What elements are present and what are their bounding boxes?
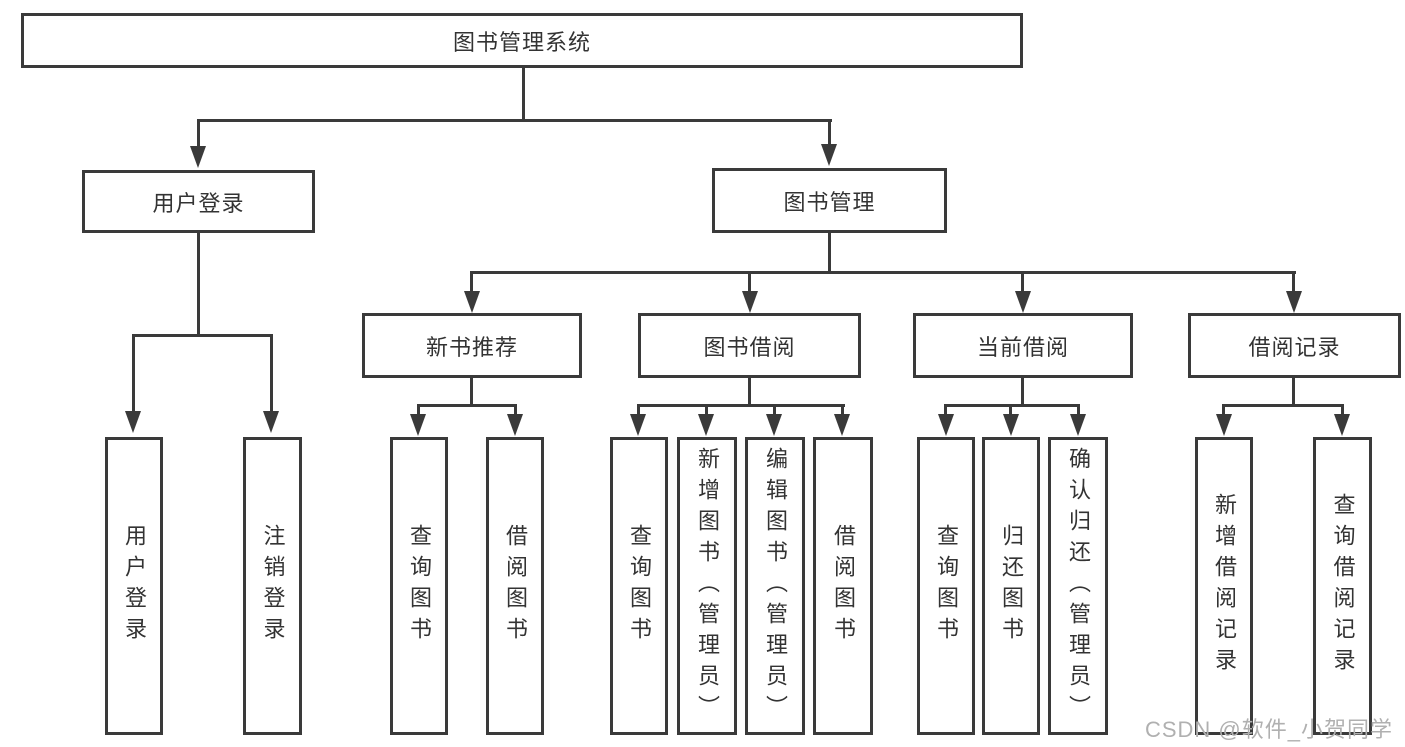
- connector-line: [417, 405, 420, 417]
- connector-line: [514, 405, 517, 417]
- arrowhead-down-icon: [834, 414, 850, 436]
- node-label: 查询图书: [934, 524, 959, 648]
- node-leaf-add-borrow-record: 新增借阅记录: [1195, 437, 1253, 735]
- arrowhead-down-icon: [125, 411, 141, 433]
- arrowhead-down-icon: [938, 414, 954, 436]
- node-leaf-confirm-return-admin: 确认归还（管理员）: [1048, 437, 1108, 735]
- arrowhead-down-icon: [1286, 291, 1302, 313]
- arrowhead-down-icon: [742, 291, 758, 313]
- node-label: 新增借阅记录: [1212, 493, 1237, 679]
- connector-line: [637, 404, 845, 407]
- node-leaf-query-books: 查询图书: [610, 437, 668, 735]
- arrowhead-down-icon: [1015, 291, 1031, 313]
- node-label: 图书管理系统: [452, 29, 591, 55]
- connector-line: [705, 405, 708, 417]
- arrowhead-down-icon: [1070, 414, 1086, 436]
- arrowhead-down-icon: [1334, 414, 1350, 436]
- node-label: 查询借阅记录: [1330, 493, 1356, 679]
- node-leaf-logout: 注销登录: [243, 437, 302, 735]
- node-label: 借阅记录: [1248, 334, 1341, 360]
- connector-line: [773, 405, 776, 417]
- arrowhead-down-icon: [507, 414, 523, 436]
- arrowhead-down-icon: [410, 414, 426, 436]
- connector-line: [470, 273, 473, 293]
- connector-line: [197, 119, 832, 122]
- node-root-system: 图书管理系统: [21, 13, 1023, 68]
- connector-line: [132, 334, 273, 337]
- node-book-management: 图书管理: [712, 168, 947, 233]
- node-label: 图书管理: [783, 189, 876, 215]
- connector-line: [637, 405, 640, 417]
- connector-line: [1222, 405, 1225, 417]
- arrowhead-down-icon: [263, 411, 279, 433]
- connector-line: [470, 378, 473, 406]
- csdn-watermark: CSDN @软件_小贺同学: [1144, 717, 1393, 742]
- connector-line: [1292, 273, 1295, 293]
- connector-line: [270, 335, 273, 415]
- connector-line: [1021, 273, 1024, 293]
- arrowhead-down-icon: [821, 144, 837, 166]
- node-new-book-recommend: 新书推荐: [362, 313, 582, 378]
- node-label: 图书借阅: [703, 334, 796, 360]
- node-leaf-add-books-admin: 新增图书（管理员）: [677, 437, 737, 735]
- connector-line: [132, 335, 135, 415]
- node-label: 新书推荐: [425, 334, 518, 360]
- node-label: 借阅图书: [831, 524, 856, 648]
- node-label: 借阅图书: [503, 524, 528, 648]
- connector-line: [470, 271, 1296, 274]
- arrowhead-down-icon: [1216, 414, 1232, 436]
- node-label: 归还图书: [999, 524, 1024, 648]
- node-leaf-borrow-books: 借阅图书: [486, 437, 544, 735]
- connector-line: [417, 404, 517, 407]
- connector-line: [1021, 378, 1024, 406]
- node-leaf-query-books: 查询图书: [390, 437, 448, 735]
- node-label: 查询图书: [627, 524, 652, 648]
- node-leaf-edit-books-admin: 编辑图书（管理员）: [745, 437, 805, 735]
- connector-line: [944, 404, 1080, 407]
- connector-line: [1292, 378, 1295, 406]
- node-borrow-records: 借阅记录: [1188, 313, 1401, 378]
- arrowhead-down-icon: [1003, 414, 1019, 436]
- connector-line: [841, 405, 844, 417]
- node-leaf-query-books: 查询图书: [917, 437, 975, 735]
- connector-line: [1077, 405, 1080, 417]
- arrowhead-down-icon: [766, 414, 782, 436]
- node-label: 编辑图书（管理员）: [763, 446, 788, 726]
- connector-line: [522, 68, 525, 120]
- connector-line: [748, 273, 751, 293]
- node-leaf-return-books: 归还图书: [982, 437, 1040, 735]
- connector-line: [1341, 405, 1344, 417]
- node-label: 当前借阅: [976, 334, 1069, 360]
- node-label: 查询图书: [407, 524, 432, 648]
- node-leaf-borrow-books: 借阅图书: [813, 437, 873, 735]
- connector-line: [1222, 404, 1344, 407]
- arrowhead-down-icon: [630, 414, 646, 436]
- connector-line: [748, 378, 751, 406]
- node-leaf-user-login: 用户登录: [105, 437, 163, 735]
- node-book-borrow: 图书借阅: [638, 313, 861, 378]
- connector-line: [828, 233, 831, 273]
- arrowhead-down-icon: [698, 414, 714, 436]
- connector-line: [197, 120, 200, 150]
- arrowhead-down-icon: [190, 146, 206, 168]
- node-label: 用户登录: [152, 190, 245, 216]
- node-label: 用户登录: [122, 524, 147, 648]
- node-label: 新增图书（管理员）: [695, 446, 720, 726]
- connector-line: [197, 233, 200, 336]
- connector-line: [828, 120, 831, 150]
- node-label: 确认归还（管理员）: [1066, 446, 1091, 726]
- node-label: 注销登录: [260, 524, 286, 648]
- arrowhead-down-icon: [464, 291, 480, 313]
- connector-line: [944, 405, 947, 417]
- connector-line: [1009, 405, 1012, 417]
- node-current-borrow: 当前借阅: [913, 313, 1133, 378]
- node-leaf-query-borrow-record: 查询借阅记录: [1313, 437, 1372, 735]
- node-user-login: 用户登录: [82, 170, 315, 233]
